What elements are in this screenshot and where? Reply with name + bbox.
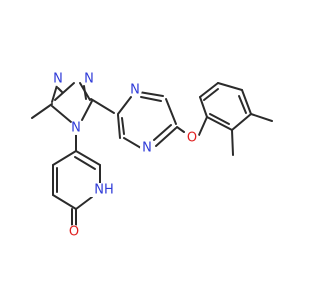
bond <box>57 87 63 93</box>
bond <box>31 103 53 119</box>
bond <box>117 96 132 115</box>
atom-n-pyrazine-2: N <box>140 141 154 156</box>
atom-n4-label: N <box>71 121 81 136</box>
atom-o-carbonyl-label: O <box>69 225 79 240</box>
bond <box>123 137 142 149</box>
bond <box>203 88 219 101</box>
bond <box>199 82 219 98</box>
bond <box>209 113 230 125</box>
bond <box>74 156 96 170</box>
bond <box>117 114 121 139</box>
bond <box>217 82 243 91</box>
atom-n2-label: N <box>84 72 94 87</box>
bond <box>153 124 172 141</box>
bond <box>75 150 101 166</box>
bond <box>54 82 75 101</box>
bond <box>75 196 93 210</box>
bond <box>83 85 87 100</box>
bond <box>155 127 177 147</box>
bond <box>52 150 77 166</box>
atom-o-ether-label: O <box>187 131 197 146</box>
bond <box>51 105 72 123</box>
atom-n2: N <box>82 72 96 87</box>
bond <box>165 98 177 125</box>
bond <box>140 96 162 102</box>
bond <box>238 95 247 114</box>
bond <box>250 113 273 122</box>
atom-n-pyrazine-1: N <box>128 83 142 98</box>
atom-n-pyrazine-1-label: N <box>130 83 140 98</box>
bond <box>231 129 234 156</box>
atom-labels: N N N N N O NH O <box>51 72 199 240</box>
bond <box>121 117 125 135</box>
bond <box>90 98 115 114</box>
atom-n4: N <box>69 121 83 136</box>
atom-n-pyrazine-2-label: N <box>142 141 152 156</box>
bond <box>231 113 252 131</box>
molecule-structure: N N N N N O NH O <box>31 72 273 240</box>
bonds <box>31 81 273 226</box>
bond <box>199 96 208 118</box>
bond <box>198 116 208 136</box>
bond <box>138 91 164 97</box>
bond <box>206 116 233 131</box>
atom-n1: N <box>51 72 65 87</box>
atom-nh-pyridone: NH <box>90 183 114 198</box>
atom-o-carbonyl: O <box>67 225 81 240</box>
atom-n1-label: N <box>53 72 63 87</box>
bond <box>241 89 252 115</box>
bond <box>81 100 93 121</box>
bond <box>176 126 185 133</box>
atom-o-ether: O <box>185 131 199 146</box>
bond <box>52 194 77 210</box>
atom-nh-pyridone-label: NH <box>94 183 114 198</box>
